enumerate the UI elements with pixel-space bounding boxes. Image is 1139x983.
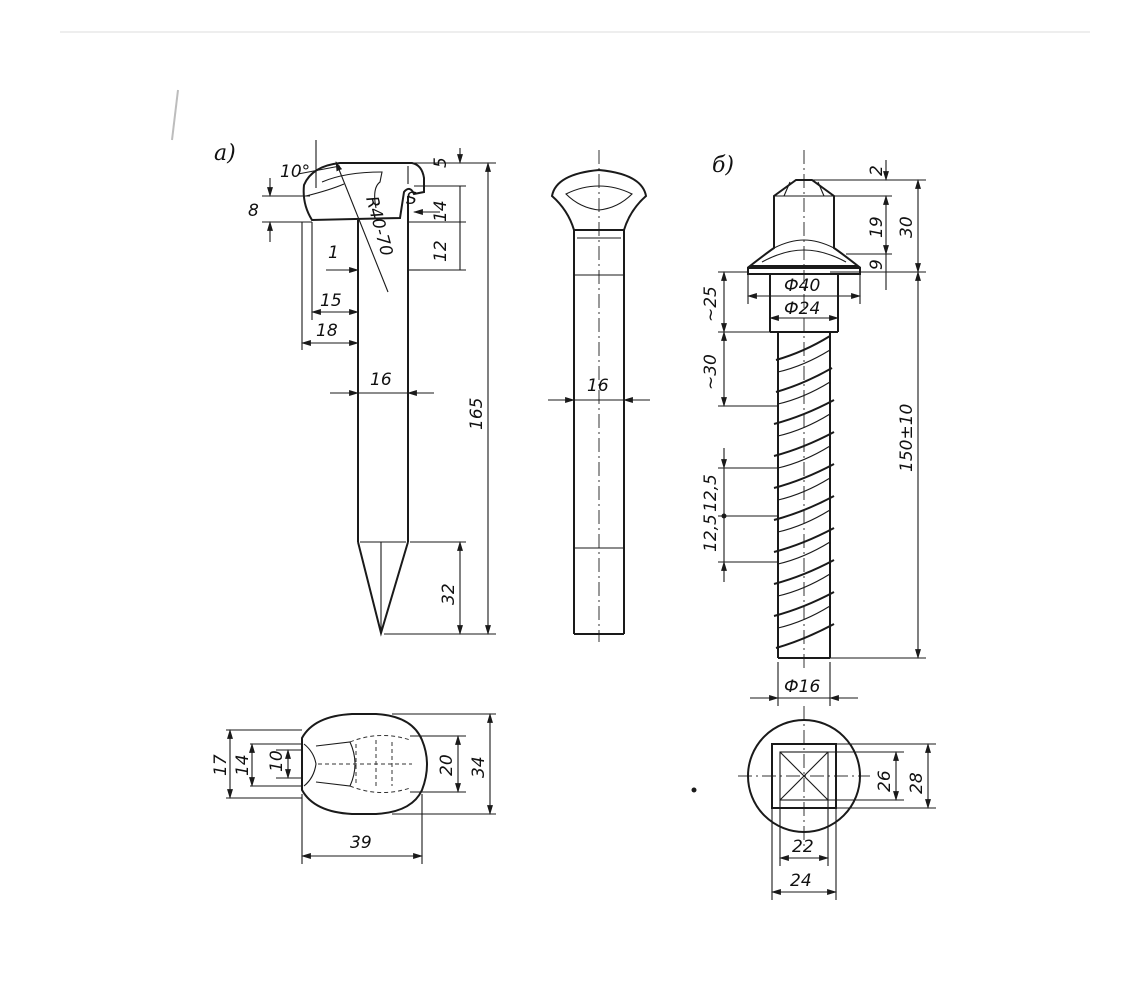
svg-text:а): а) xyxy=(214,141,236,166)
svg-text:5: 5 xyxy=(431,157,451,168)
svg-text:34: 34 xyxy=(469,756,489,778)
svg-text:19: 19 xyxy=(867,216,887,238)
svg-text:165: 165 xyxy=(467,398,487,430)
svg-text:9: 9 xyxy=(867,259,887,270)
svg-text:~25: ~25 xyxy=(701,286,721,322)
svg-text:24: 24 xyxy=(790,871,812,891)
svg-text:Ф16: Ф16 xyxy=(784,677,820,697)
svg-text:22: 22 xyxy=(792,837,814,857)
svg-text:б): б) xyxy=(712,153,734,178)
spike-side-labels: а) 10° 8 R40-70 5 S 14 12 1 15 18 16 165… xyxy=(214,141,487,605)
svg-text:10: 10 xyxy=(267,750,287,772)
svg-text:8: 8 xyxy=(248,201,259,221)
svg-text:14: 14 xyxy=(431,200,451,222)
screw-plan-view: 26 28 22 24 xyxy=(691,706,936,900)
svg-text:1: 1 xyxy=(328,243,339,263)
svg-text:~30: ~30 xyxy=(701,354,721,390)
spike-side-view xyxy=(302,161,425,637)
svg-text:12,5: 12,5 xyxy=(701,474,721,512)
svg-text:10°: 10° xyxy=(280,162,310,182)
screw-side-labels: б) 2 19 30 9 Ф40 Ф24 ~25 ~30 150±10 12,5… xyxy=(701,153,917,697)
svg-text:14: 14 xyxy=(233,754,253,776)
svg-text:Ф40: Ф40 xyxy=(784,276,820,296)
svg-text:12,5: 12,5 xyxy=(701,514,721,552)
spike-plan-view: 17 14 10 20 34 39 xyxy=(211,713,496,864)
svg-text:17: 17 xyxy=(211,754,231,776)
svg-text:18: 18 xyxy=(316,321,338,341)
svg-text:12: 12 xyxy=(431,240,451,262)
thread-helix xyxy=(770,331,838,649)
svg-text:2: 2 xyxy=(867,165,887,176)
svg-text:30: 30 xyxy=(897,216,917,238)
svg-text:26: 26 xyxy=(875,770,895,792)
svg-text:Ф24: Ф24 xyxy=(784,299,820,319)
svg-text:16: 16 xyxy=(370,370,392,390)
screw-side-dimensions xyxy=(718,160,926,706)
spike-front-view: 16 xyxy=(548,150,650,642)
svg-text:39: 39 xyxy=(350,833,372,853)
svg-text:15: 15 xyxy=(320,291,342,311)
svg-text:16: 16 xyxy=(587,376,609,396)
svg-text:R40-70: R40-70 xyxy=(361,194,396,258)
svg-text:20: 20 xyxy=(437,754,457,776)
svg-text:150±10: 150±10 xyxy=(897,404,917,472)
spike-side-dimensions xyxy=(262,140,496,635)
screw-side-view xyxy=(747,150,861,672)
svg-text:28: 28 xyxy=(907,772,927,794)
svg-text:S: S xyxy=(406,189,417,209)
svg-text:32: 32 xyxy=(439,583,459,605)
